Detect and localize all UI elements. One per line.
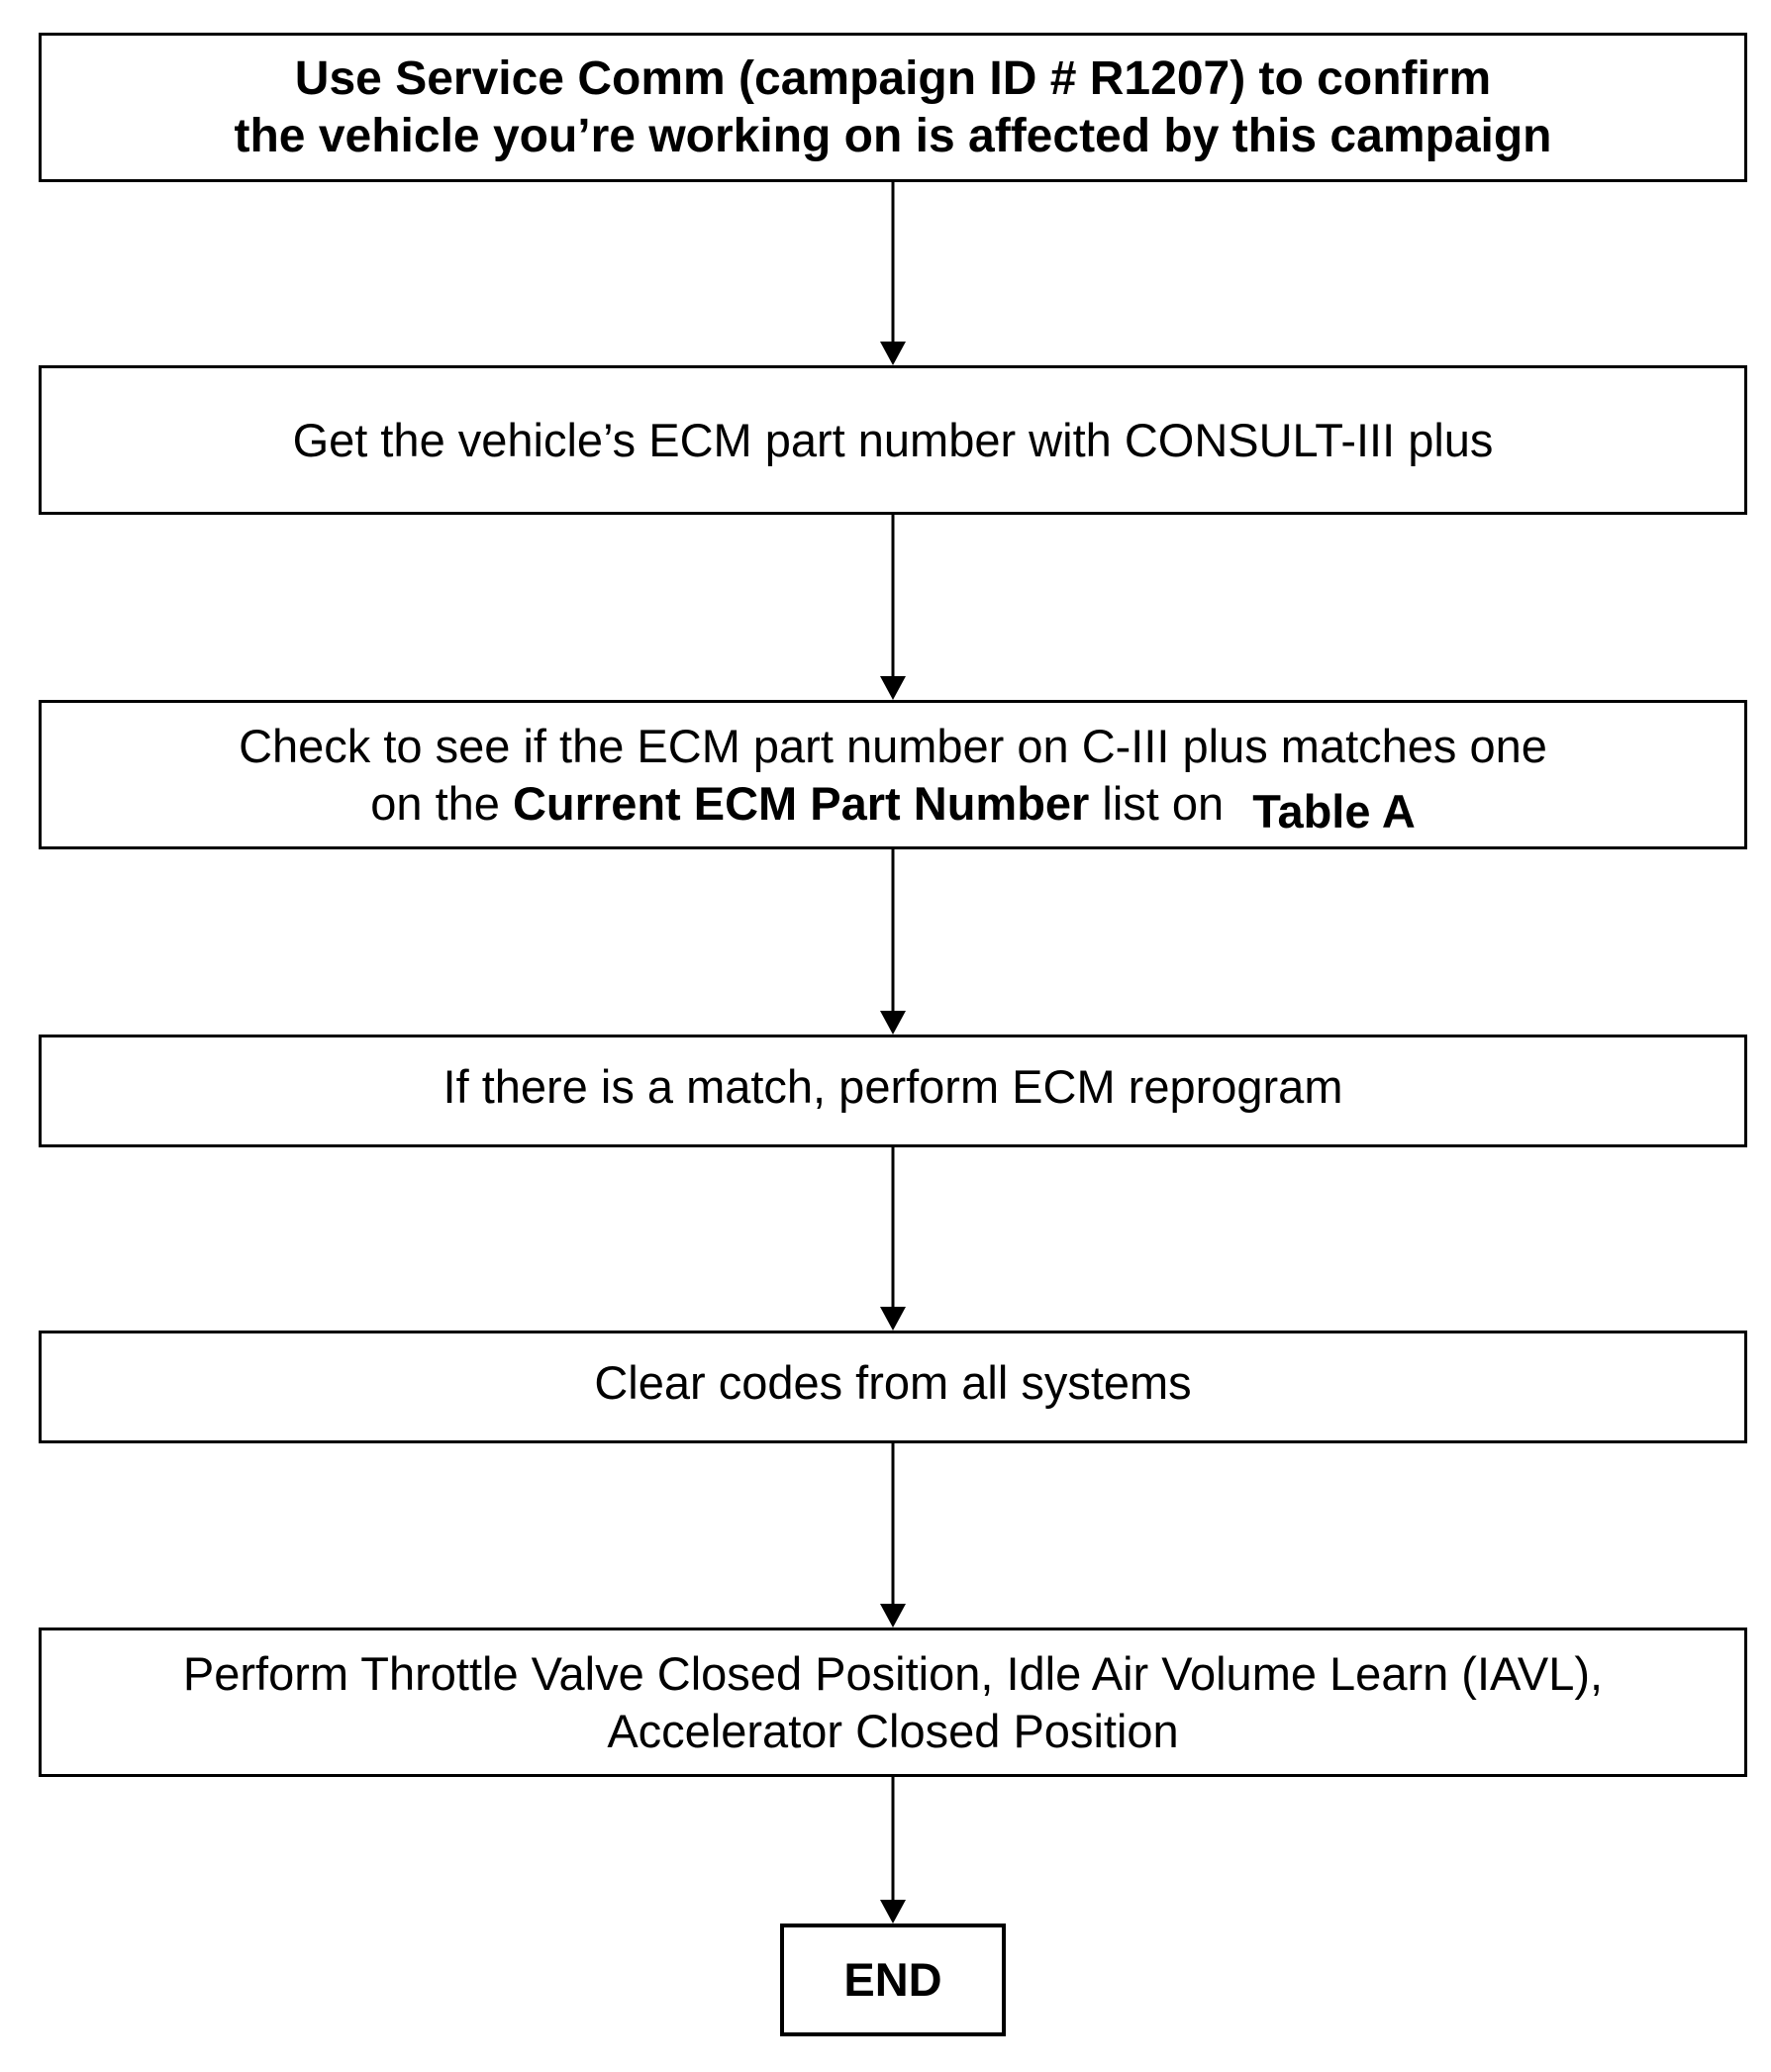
step-perform-ecm-reprogram-text: If there is a match, perform ECM reprogr… [443,1060,1343,1113]
end-label: END [843,1953,942,2006]
step-get-ecm-part-number-text: Get the vehicle’s ECM part number with C… [292,413,1494,466]
table-a-reference: Table A [1252,784,1416,838]
step-confirm-campaign-line2: the vehicle you’re working on is affecte… [234,109,1552,162]
step-perform-ecm-reprogram: If there is a match, perform ECM reprogr… [39,1035,1747,1147]
step-perform-relearn-line2: Accelerator Closed Position [607,1704,1179,1757]
current-ecm-part-number-label: Current ECM Part Number [512,776,1090,830]
step-clear-codes: Clear codes from all systems [39,1331,1747,1443]
step-check-ecm-match: Check to see if the ECM part number on C… [39,700,1747,849]
step-check-ecm-match-line1: Check to see if the ECM part number on C… [239,719,1547,772]
step-clear-codes-text: Clear codes from all systems [594,1356,1192,1409]
end-terminal: END [780,1924,1006,2036]
step-perform-relearn-line1: Perform Throttle Valve Closed Position, … [182,1646,1604,1700]
arrow-step5-to-step6 [880,1443,906,1628]
arrow-step3-to-step4 [880,849,906,1035]
step-get-ecm-part-number: Get the vehicle’s ECM part number with C… [39,365,1747,515]
arrow-step4-to-step5 [880,1147,906,1331]
step-perform-relearn: Perform Throttle Valve Closed Position, … [39,1628,1747,1777]
line2-prefix: on the [370,776,513,830]
step-confirm-campaign: Use Service Comm (campaign ID # R1207) t… [39,33,1747,182]
step-check-ecm-match-line2: on the Current ECM Part Number list on T… [370,775,1416,838]
line2-middle: list on [1089,776,1237,830]
step-confirm-campaign-line1: Use Service Comm (campaign ID # R1207) t… [294,51,1492,105]
arrow-step2-to-step3 [880,515,906,700]
arrow-step6-to-end [880,1777,906,1924]
arrow-step1-to-step2 [880,182,906,365]
